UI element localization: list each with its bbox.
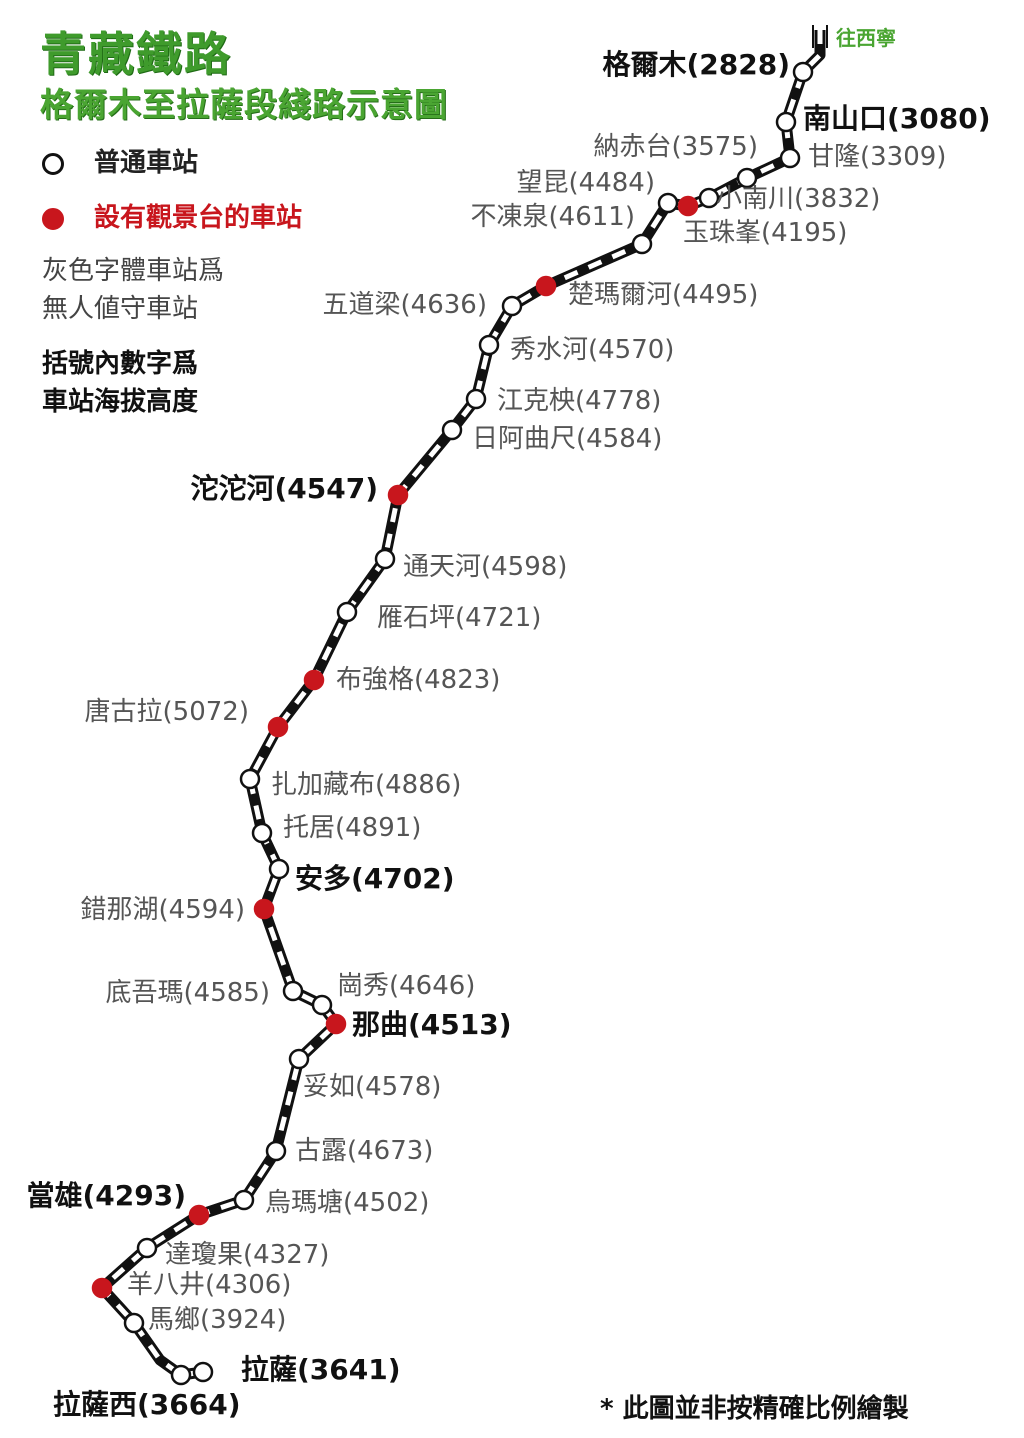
station-label: 扎加藏布(4886) bbox=[271, 770, 462, 800]
legend-viewpoint-label: 設有觀景台的車站 bbox=[94, 203, 303, 233]
station-label: 秀水河(4570) bbox=[510, 335, 675, 365]
station-label: 布強格(4823) bbox=[336, 665, 501, 695]
viewpoint-station-marker bbox=[303, 669, 325, 691]
station-label: 拉薩西(3664) bbox=[53, 1388, 241, 1421]
station-marker bbox=[170, 1364, 192, 1386]
station-marker bbox=[736, 167, 758, 189]
station-marker bbox=[465, 388, 487, 410]
viewpoint-station-marker bbox=[535, 275, 557, 297]
station-label: 古露(4673) bbox=[295, 1136, 434, 1166]
map-subtitle: 格爾木至拉薩段綫路示意圖 bbox=[40, 85, 448, 124]
station-marker bbox=[239, 768, 261, 790]
station-label: 通天河(4598) bbox=[403, 552, 568, 582]
station-label: 馬鄉(3924) bbox=[148, 1305, 287, 1335]
station-marker bbox=[136, 1237, 158, 1259]
map-title: 青藏鐵路 bbox=[40, 27, 232, 81]
station-marker bbox=[251, 822, 273, 844]
gray-note-line2: 無人値守車站 bbox=[42, 294, 199, 324]
station-label: 達瓊果(4327) bbox=[165, 1240, 330, 1270]
station-marker bbox=[501, 295, 523, 317]
viewpoint-station-marker bbox=[188, 1204, 210, 1226]
station-label: 小南川(3832) bbox=[716, 184, 881, 214]
legend-number-note: 括號內數字爲 車站海拔高度 bbox=[42, 345, 198, 421]
station-marker bbox=[441, 419, 463, 441]
number-note-line1: 括號內數字爲 bbox=[42, 349, 199, 379]
red-circle-icon bbox=[42, 207, 64, 230]
station-marker bbox=[478, 334, 500, 356]
station-label: 五道梁(4636) bbox=[322, 290, 487, 320]
station-marker bbox=[268, 858, 290, 880]
viewpoint-station-marker bbox=[387, 484, 409, 506]
station-marker bbox=[192, 1361, 214, 1383]
station-label: 望昆(4484) bbox=[516, 168, 655, 198]
station-label: 玉珠峯(4195) bbox=[683, 218, 848, 248]
station-label: 錯那湖(4594) bbox=[80, 895, 245, 925]
station-marker bbox=[631, 233, 653, 255]
station-label: 當雄(4293) bbox=[26, 1179, 186, 1212]
station-label: 納赤台(3575) bbox=[593, 132, 758, 162]
station-marker bbox=[698, 187, 720, 209]
station-label: 格爾木(2828) bbox=[602, 48, 790, 81]
station-marker bbox=[792, 61, 814, 83]
legend-gray-note: 灰色字體車站爲 無人値守車站 bbox=[42, 252, 224, 328]
station-label: 沱沱河(4547) bbox=[190, 472, 378, 505]
station-label: 日阿曲尺(4584) bbox=[472, 424, 663, 454]
station-label: 江克柍(4778) bbox=[497, 386, 662, 416]
station-marker bbox=[657, 192, 679, 214]
footnote: * 此圖並非按精確比例繪製 bbox=[600, 1394, 909, 1424]
viewpoint-station-marker bbox=[677, 195, 699, 217]
station-marker bbox=[282, 980, 304, 1002]
station-marker bbox=[779, 147, 801, 169]
station-marker bbox=[265, 1140, 287, 1162]
viewpoint-station-marker bbox=[325, 1013, 347, 1035]
station-marker bbox=[374, 548, 396, 570]
station-label: 崗秀(4646) bbox=[337, 971, 476, 1001]
station-label: 托居(4891) bbox=[283, 813, 422, 843]
station-marker bbox=[336, 601, 358, 623]
station-label: 南山口(3080) bbox=[803, 102, 991, 135]
viewpoint-station-marker bbox=[267, 716, 289, 738]
viewpoint-station-marker bbox=[253, 898, 275, 920]
legend-regular-station: 普通車站 bbox=[42, 142, 198, 179]
station-label: 拉薩(3641) bbox=[241, 1353, 401, 1386]
station-label: 安多(4702) bbox=[295, 862, 455, 895]
station-label: 妥如(4578) bbox=[303, 1072, 442, 1102]
station-label: 羊八井(4306) bbox=[127, 1270, 292, 1300]
legend-viewpoint-station: 設有觀景台的車站 bbox=[42, 197, 302, 234]
station-marker bbox=[233, 1189, 255, 1211]
direction-xining-label: 往西寧 bbox=[836, 26, 896, 50]
station-label: 那曲(4513) bbox=[352, 1008, 512, 1041]
white-circle-icon bbox=[42, 152, 64, 175]
station-marker bbox=[123, 1312, 145, 1334]
station-marker bbox=[775, 111, 797, 133]
legend-regular-label: 普通車站 bbox=[94, 148, 199, 178]
station-label: 楚瑪爾河(4495) bbox=[568, 280, 759, 310]
station-label: 底吾瑪(4585) bbox=[105, 978, 270, 1008]
station-marker bbox=[311, 994, 333, 1016]
viewpoint-station-marker bbox=[91, 1277, 113, 1299]
station-label: 不凍泉(4611) bbox=[470, 202, 635, 232]
station-label: 甘隆(3309) bbox=[808, 142, 947, 172]
number-note-line2: 車站海拔高度 bbox=[42, 387, 199, 417]
station-label: 雁石坪(4721) bbox=[377, 603, 542, 633]
gray-note-line1: 灰色字體車站爲 bbox=[42, 256, 225, 286]
station-marker bbox=[288, 1048, 310, 1070]
station-label: 烏瑪塘(4502) bbox=[265, 1188, 430, 1218]
station-label: 唐古拉(5072) bbox=[84, 697, 249, 727]
